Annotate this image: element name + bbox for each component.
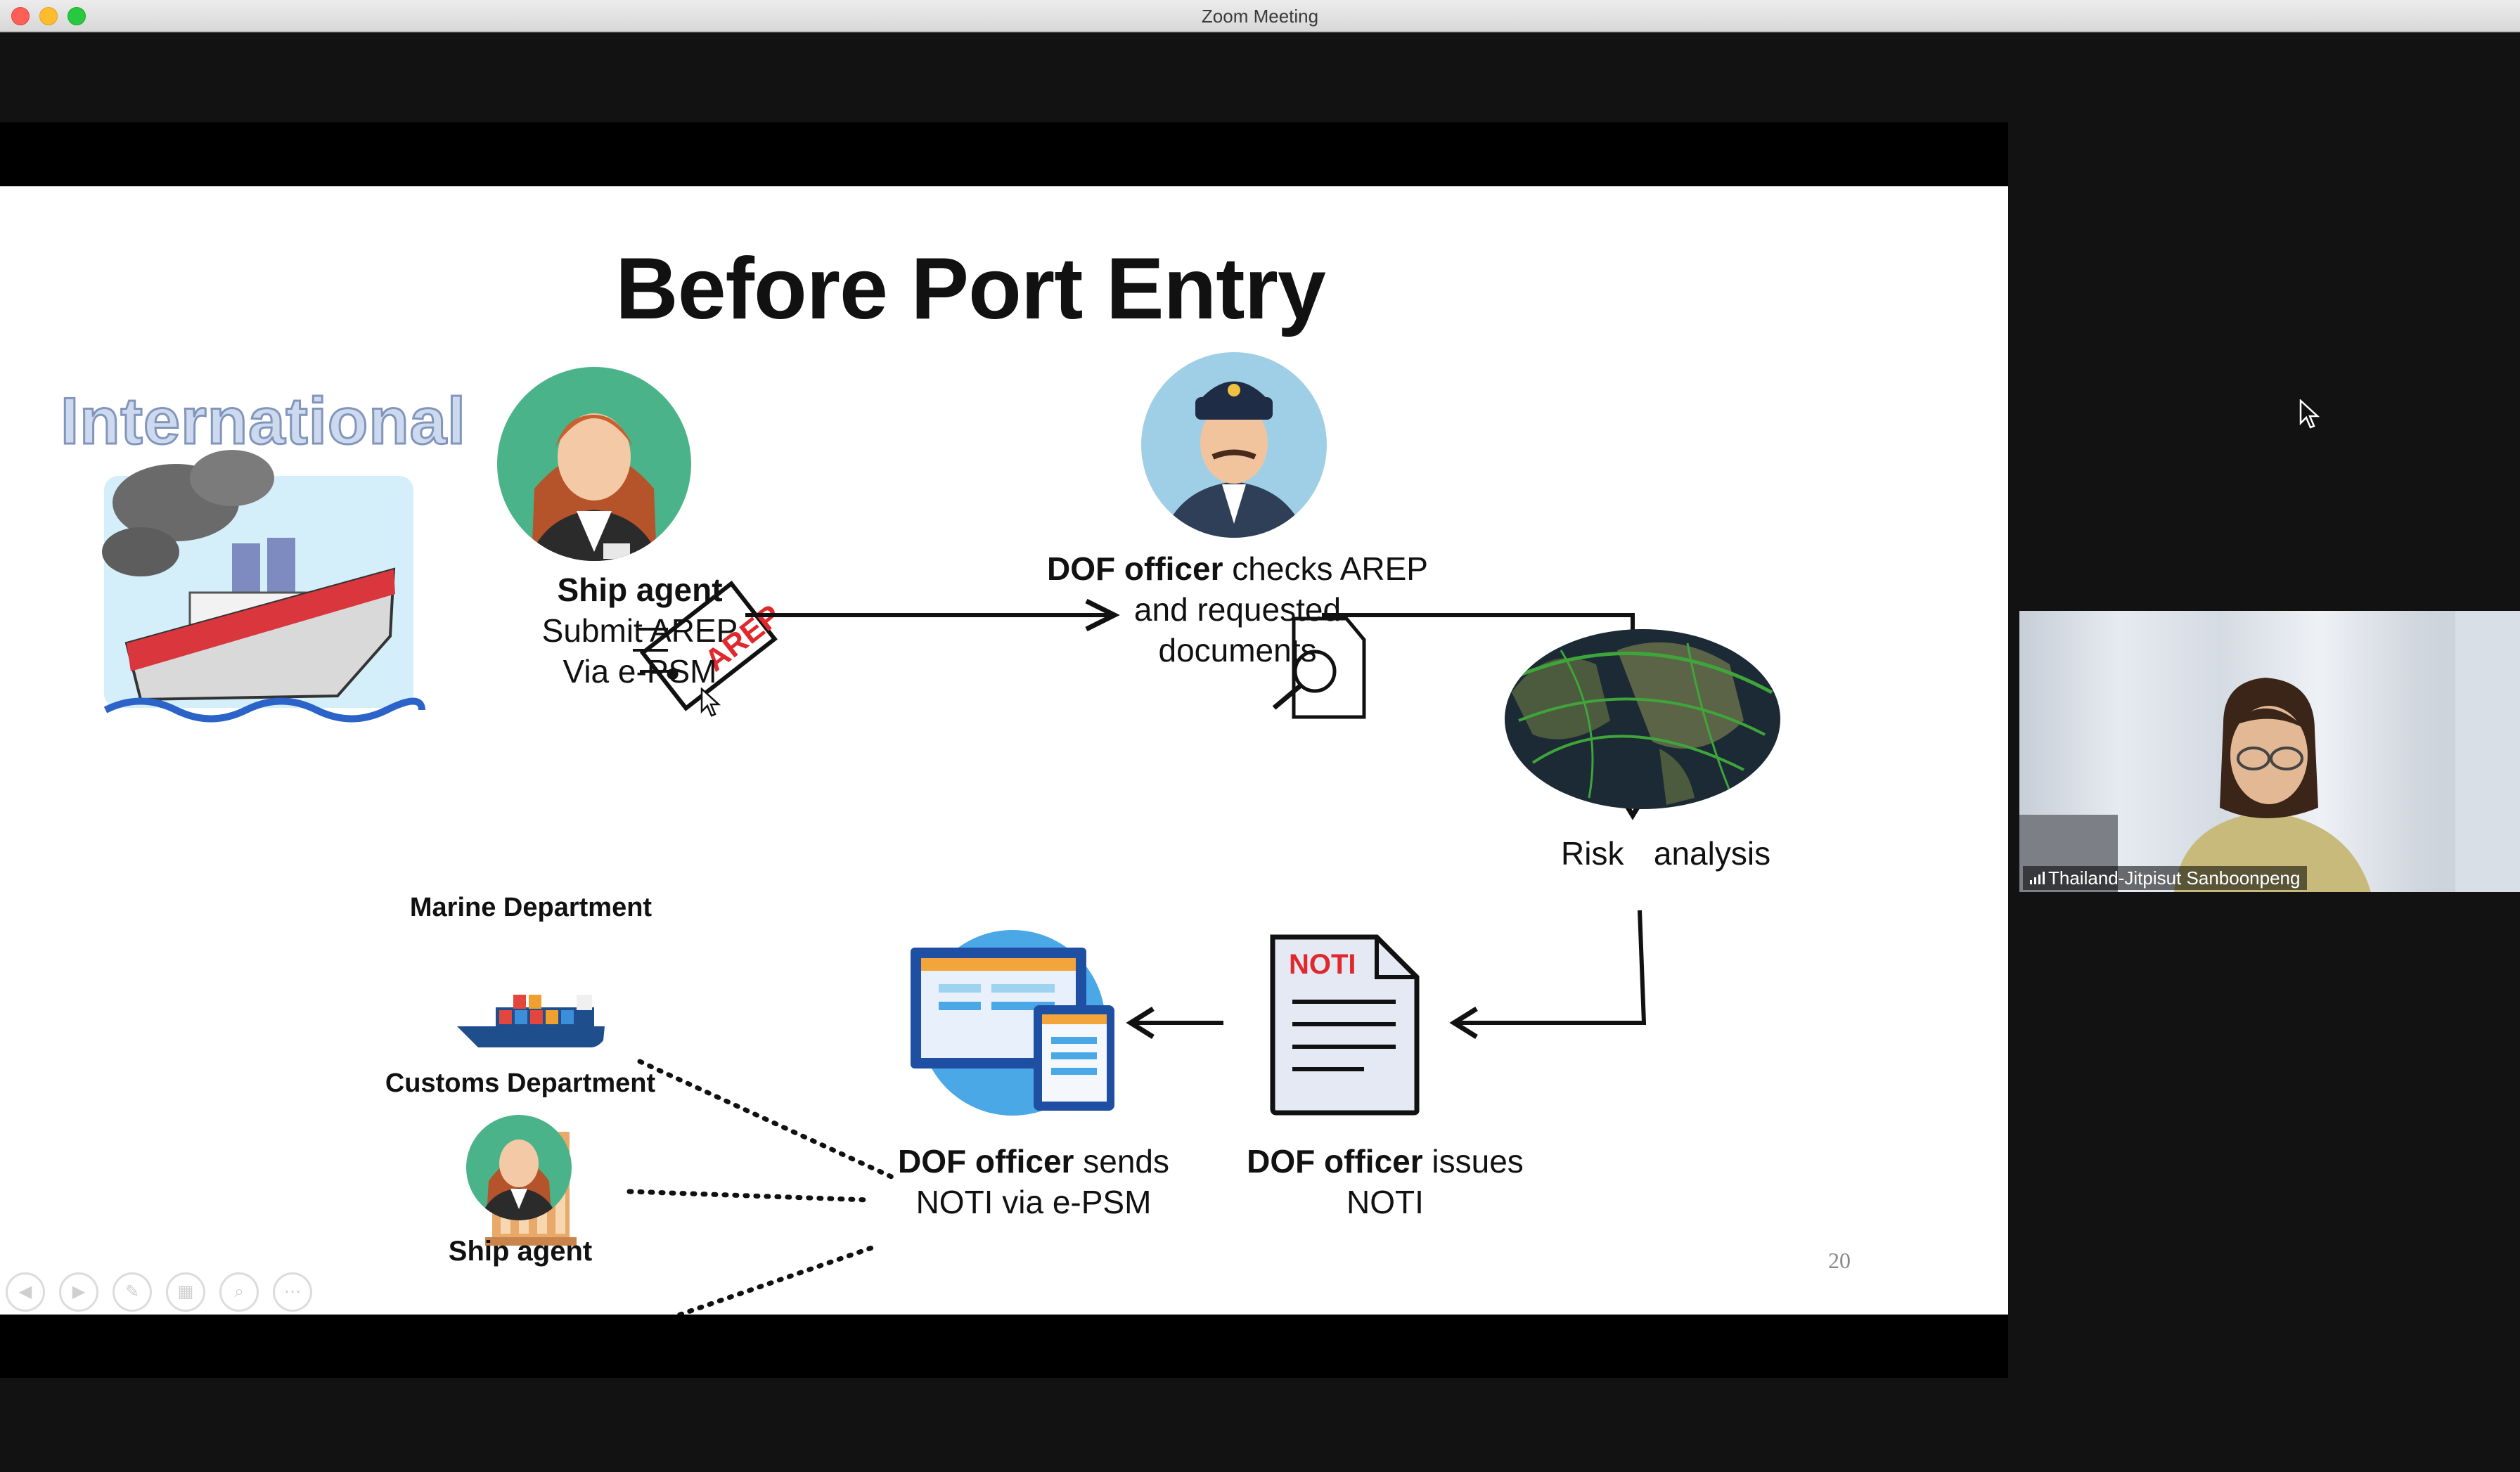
mouse-cursor-icon-secondary bbox=[2299, 399, 2320, 429]
participant-person-icon bbox=[2019, 611, 2520, 892]
connection-signal-icon bbox=[2030, 872, 2045, 884]
noti-document-icon bbox=[1270, 934, 1420, 1116]
pen-tool-button[interactable]: ✎ bbox=[112, 1272, 152, 1312]
window-title: Zoom Meeting bbox=[1201, 6, 1319, 27]
dof-issue-caption-rest: issues bbox=[1422, 1143, 1524, 1180]
dof-send-caption: DOF officer sends NOTI via e-PSM bbox=[872, 1141, 1195, 1222]
dof-send-caption-line2: NOTI via e-PSM bbox=[915, 1184, 1152, 1220]
dof-check-caption-line2: and requested bbox=[1133, 591, 1342, 628]
participant-name-text: Thailand-Jitpisut Sanboonpeng bbox=[2048, 867, 2301, 889]
dof-issue-caption: DOF officer issues NOTI bbox=[1223, 1141, 1547, 1222]
marine-department-label: Marine Department bbox=[409, 893, 652, 922]
presentation-slide: Before Port Entry International bbox=[0, 186, 2008, 1315]
participant-name-label: Thailand-Jitpisut Sanboonpeng bbox=[2023, 866, 2308, 890]
process-diagram: AREP bbox=[102, 352, 1780, 1315]
ship-agent-recipient-label: Ship agent bbox=[448, 1236, 593, 1267]
window-titlebar: Zoom Meeting bbox=[0, 0, 2520, 32]
dof-check-caption-bold: DOF officer bbox=[1047, 550, 1223, 587]
globe-risk-analysis-icon bbox=[1505, 629, 1780, 809]
risk-label: Risk bbox=[1561, 835, 1624, 872]
customs-department-label: Customs Department bbox=[385, 1069, 656, 1098]
close-window-button[interactable] bbox=[11, 7, 30, 25]
dof-issue-caption-bold: DOF officer bbox=[1247, 1143, 1423, 1180]
ship-illustration-icon bbox=[102, 450, 425, 723]
international-wordart: International bbox=[59, 383, 467, 459]
next-slide-button[interactable]: ▶ bbox=[59, 1272, 98, 1312]
prev-slide-button[interactable]: ◀ bbox=[6, 1272, 45, 1312]
ship-agent-caption-line3: Via e-PSM bbox=[562, 653, 717, 690]
dof-check-caption-rest: checks AREP bbox=[1223, 550, 1428, 587]
dof-send-caption-bold: DOF officer bbox=[898, 1143, 1074, 1180]
ship-agent-avatar-icon bbox=[497, 367, 691, 561]
dof-send-caption-rest: sends bbox=[1074, 1143, 1169, 1180]
dof-check-caption: DOF officer checks AREP and requested do… bbox=[1012, 548, 1462, 671]
participant-video-tile[interactable] bbox=[2019, 611, 2520, 892]
slide-page-number: 20 bbox=[1828, 1248, 1851, 1273]
analysis-label: analysis bbox=[1653, 835, 1771, 872]
more-options-button[interactable]: ⋯ bbox=[273, 1272, 312, 1312]
slide-title: Before Port Entry bbox=[615, 240, 1326, 337]
zoom-slide-button[interactable]: ⌕ bbox=[219, 1272, 259, 1312]
dof-issue-caption-line2: NOTI bbox=[1346, 1184, 1424, 1220]
dof-officer-avatar-icon bbox=[1141, 352, 1327, 538]
ship-agent-caption-title: Ship agent bbox=[557, 572, 723, 608]
container-ship-icon bbox=[457, 995, 605, 1047]
minimize-window-button[interactable] bbox=[39, 7, 58, 25]
arep-tag-icon bbox=[633, 580, 778, 711]
ship-agent-caption-line2: Submit AREP bbox=[541, 612, 738, 649]
arrow-agent-to-officer bbox=[745, 598, 1120, 632]
computer-e-psm-icon bbox=[911, 930, 1114, 1116]
dotted-connectors bbox=[626, 1059, 896, 1315]
dof-check-caption-line3: documents bbox=[1158, 632, 1317, 669]
arrow-noti-to-computer bbox=[1126, 1007, 1223, 1039]
mouse-cursor-icon bbox=[700, 687, 721, 717]
document-magnifier-icon bbox=[1272, 616, 1366, 719]
ship-agent-caption: Ship agent Submit AREP Via e-PSM bbox=[485, 569, 795, 692]
maximize-window-button[interactable] bbox=[68, 7, 86, 25]
slides-grid-button[interactable]: ▦ bbox=[166, 1272, 205, 1312]
arrow-risk-to-noti bbox=[1449, 910, 1647, 1039]
noti-document-label: NOTI bbox=[1289, 949, 1356, 980]
